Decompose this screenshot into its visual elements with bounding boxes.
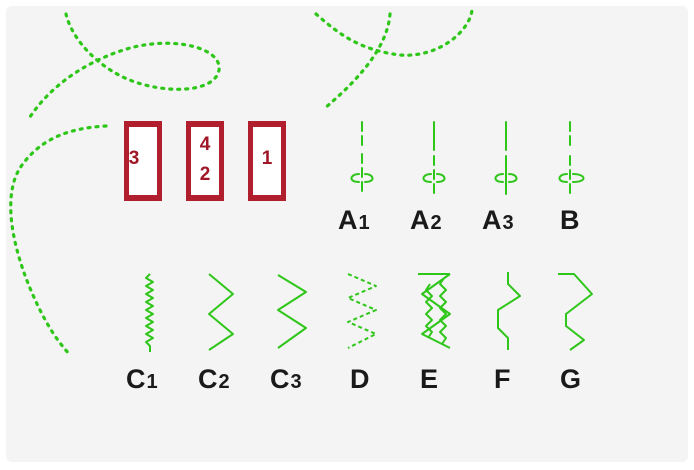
thread-line-1 xyxy=(26,12,221,122)
zigzag-icon xyxy=(277,274,307,349)
buttonhole-stitch-icon xyxy=(494,121,518,195)
stitch-label-d: D xyxy=(350,364,370,394)
stitch-label-e: E xyxy=(420,364,439,394)
zigzag-icon xyxy=(208,273,234,351)
stitch-label-g: G xyxy=(560,364,582,394)
stitch-label-f: F xyxy=(494,364,511,394)
stitch-label-a3: A3 xyxy=(482,205,514,235)
button-label-2: 2 xyxy=(199,164,211,185)
button-label-3: 3 xyxy=(128,148,140,169)
button-label-1: 1 xyxy=(261,148,273,169)
blind-hem-icon xyxy=(558,273,593,351)
dashed-zigzag-icon xyxy=(347,273,377,349)
buttonhole-stitch-icon xyxy=(558,121,585,195)
stitch-label-c2: C2 xyxy=(198,364,230,394)
stitch-label-c1: C1 xyxy=(126,364,158,394)
buttonhole-stitch-icon xyxy=(422,121,446,195)
stitch-label-a2: A2 xyxy=(410,205,442,235)
stitch-chart-panel xyxy=(6,6,688,462)
thread-line-3 xyxy=(314,8,474,57)
stitch-label-c3: C3 xyxy=(270,364,302,394)
stitch-label-a1: A1 xyxy=(338,205,370,235)
selector-button-1[interactable]: 1 xyxy=(248,121,286,201)
thread-line-4 xyxy=(323,12,392,110)
buttonhole-stitch-icon xyxy=(350,121,374,195)
thread-line-2 xyxy=(9,124,108,357)
selector-button-3[interactable]: 3 xyxy=(124,121,162,201)
selector-button-4-2[interactable]: 4 2 xyxy=(186,121,224,201)
stretch-zigzag-icon xyxy=(418,273,451,349)
button-label-4: 4 xyxy=(199,134,211,155)
stitch-label-b: B xyxy=(560,205,580,235)
blind-hem-icon xyxy=(497,272,521,350)
narrow-zigzag-icon xyxy=(145,273,154,352)
